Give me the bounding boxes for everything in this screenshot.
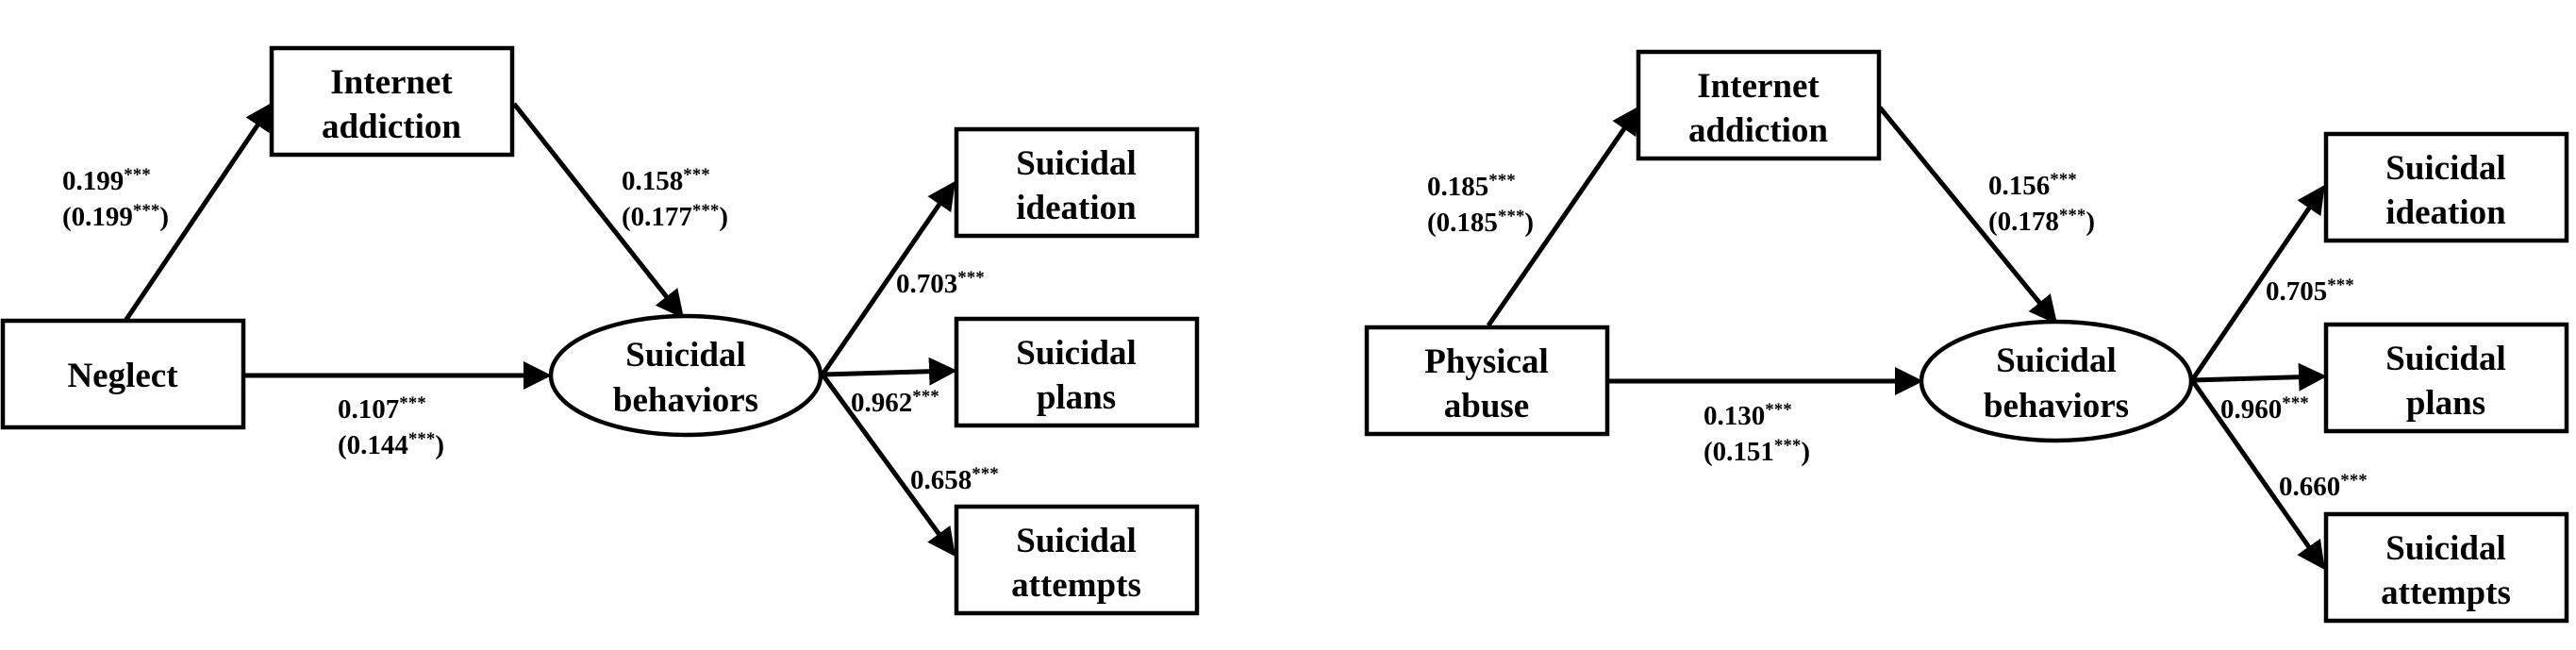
node-suicidal-attempts: Suicidal attempts: [954, 504, 1200, 616]
path-behaviors-to-attempts-arrow: [820, 373, 956, 558]
path-behaviors-to-attempts-arrow: [2189, 378, 2325, 571]
node-suicidal-behaviors: Suicidal behaviors: [1919, 319, 2194, 443]
node-suicidal-behaviors-label-2: behaviors: [1984, 387, 2129, 425]
panel-neglect: Neglect Internet addiction Suicidal beha…: [0, 45, 1200, 616]
node-suicidal-attempts: Suicidal attempts: [2323, 511, 2569, 624]
path-behaviors-to-plans-arrow: [822, 357, 957, 386]
coef-b-total: (0.178***): [1988, 206, 2095, 237]
node-internet-addiction-label-1: Internet: [1697, 67, 1820, 106]
path-neglect-to-internet-arrow: [123, 101, 274, 323]
path-behaviors-to-ideation-arrow: [820, 180, 956, 376]
node-suicidal-behaviors: Suicidal behaviors: [548, 313, 823, 438]
node-physical-abuse-label-2: abuse: [1444, 387, 1529, 425]
node-suicidal-plans: Suicidal plans: [954, 316, 1200, 428]
node-suicidal-plans-label-1: Suicidal: [2385, 340, 2506, 378]
node-internet-addiction-label-1: Internet: [330, 63, 453, 102]
path-abuse-to-internet-arrow: [1486, 105, 1640, 327]
node-internet-addiction: Internet addiction: [1636, 49, 1882, 161]
node-suicidal-ideation: Suicidal ideation: [954, 126, 1200, 239]
node-suicidal-behaviors-label-1: Suicidal: [1996, 342, 2117, 380]
panel-physical-abuse: Physical abuse Internet addiction Suicid…: [1364, 49, 2569, 624]
node-suicidal-ideation-label-1: Suicidal: [2385, 149, 2506, 188]
coef-c-estimate: 0.130***: [1703, 400, 1792, 431]
coef-a-total: (0.185***): [1427, 207, 1534, 238]
node-physical-abuse: Physical abuse: [1364, 325, 1610, 437]
path-internet-to-behaviors-arrow: [512, 102, 685, 319]
node-suicidal-ideation: Suicidal ideation: [2323, 131, 2569, 243]
coef-ideation: 0.705***: [2266, 275, 2354, 307]
node-internet-addiction-label-2: addiction: [1688, 111, 1828, 150]
node-suicidal-ideation-label-2: ideation: [2385, 193, 2506, 232]
coef-attempts: 0.658***: [910, 464, 999, 495]
path-internet-to-behaviors-arrow: [1878, 106, 2058, 325]
node-suicidal-plans-label-2: plans: [2406, 384, 2485, 423]
coef-c-total: (0.151***): [1703, 436, 1810, 467]
coef-a-estimate: 0.199***: [62, 165, 151, 196]
coef-a-estimate: 0.185***: [1427, 171, 1516, 202]
node-suicidal-behaviors-label-2: behaviors: [613, 381, 758, 420]
coef-b-estimate: 0.156***: [1988, 170, 2077, 201]
node-internet-addiction: Internet addiction: [269, 45, 515, 158]
coef-b-estimate: 0.158***: [622, 165, 710, 196]
coef-ideation: 0.703***: [896, 268, 985, 299]
node-suicidal-plans: Suicidal plans: [2323, 322, 2569, 434]
coef-b-total: (0.177***): [622, 201, 728, 232]
coef-c-total: (0.144***): [338, 429, 444, 460]
node-suicidal-ideation-label-2: ideation: [1016, 189, 1137, 227]
path-behaviors-to-plans-arrow: [2191, 362, 2327, 392]
coef-a-total: (0.199***): [62, 201, 169, 232]
node-physical-abuse-label-1: Physical: [1424, 342, 1549, 381]
coef-plans: 0.960***: [2220, 393, 2309, 425]
node-suicidal-plans-label-2: plans: [1037, 378, 1116, 417]
node-internet-addiction-label-2: addiction: [322, 108, 461, 146]
path-behaviors-to-ideation-arrow: [2189, 184, 2325, 382]
node-suicidal-attempts-label-2: attempts: [2381, 574, 2511, 612]
coef-attempts: 0.660***: [2279, 471, 2368, 502]
node-suicidal-ideation-label-1: Suicidal: [1016, 144, 1137, 183]
node-suicidal-attempts-label-1: Suicidal: [2385, 529, 2506, 568]
node-suicidal-attempts-label-2: attempts: [1011, 566, 1141, 605]
node-suicidal-plans-label-1: Suicidal: [1016, 334, 1137, 373]
coef-plans: 0.962***: [851, 387, 939, 418]
node-neglect-label: Neglect: [67, 357, 178, 395]
node-suicidal-attempts-label-1: Suicidal: [1016, 522, 1137, 560]
coef-c-estimate: 0.107***: [338, 393, 426, 425]
node-suicidal-behaviors-label-1: Suicidal: [625, 336, 746, 375]
node-neglect: Neglect: [0, 318, 246, 430]
